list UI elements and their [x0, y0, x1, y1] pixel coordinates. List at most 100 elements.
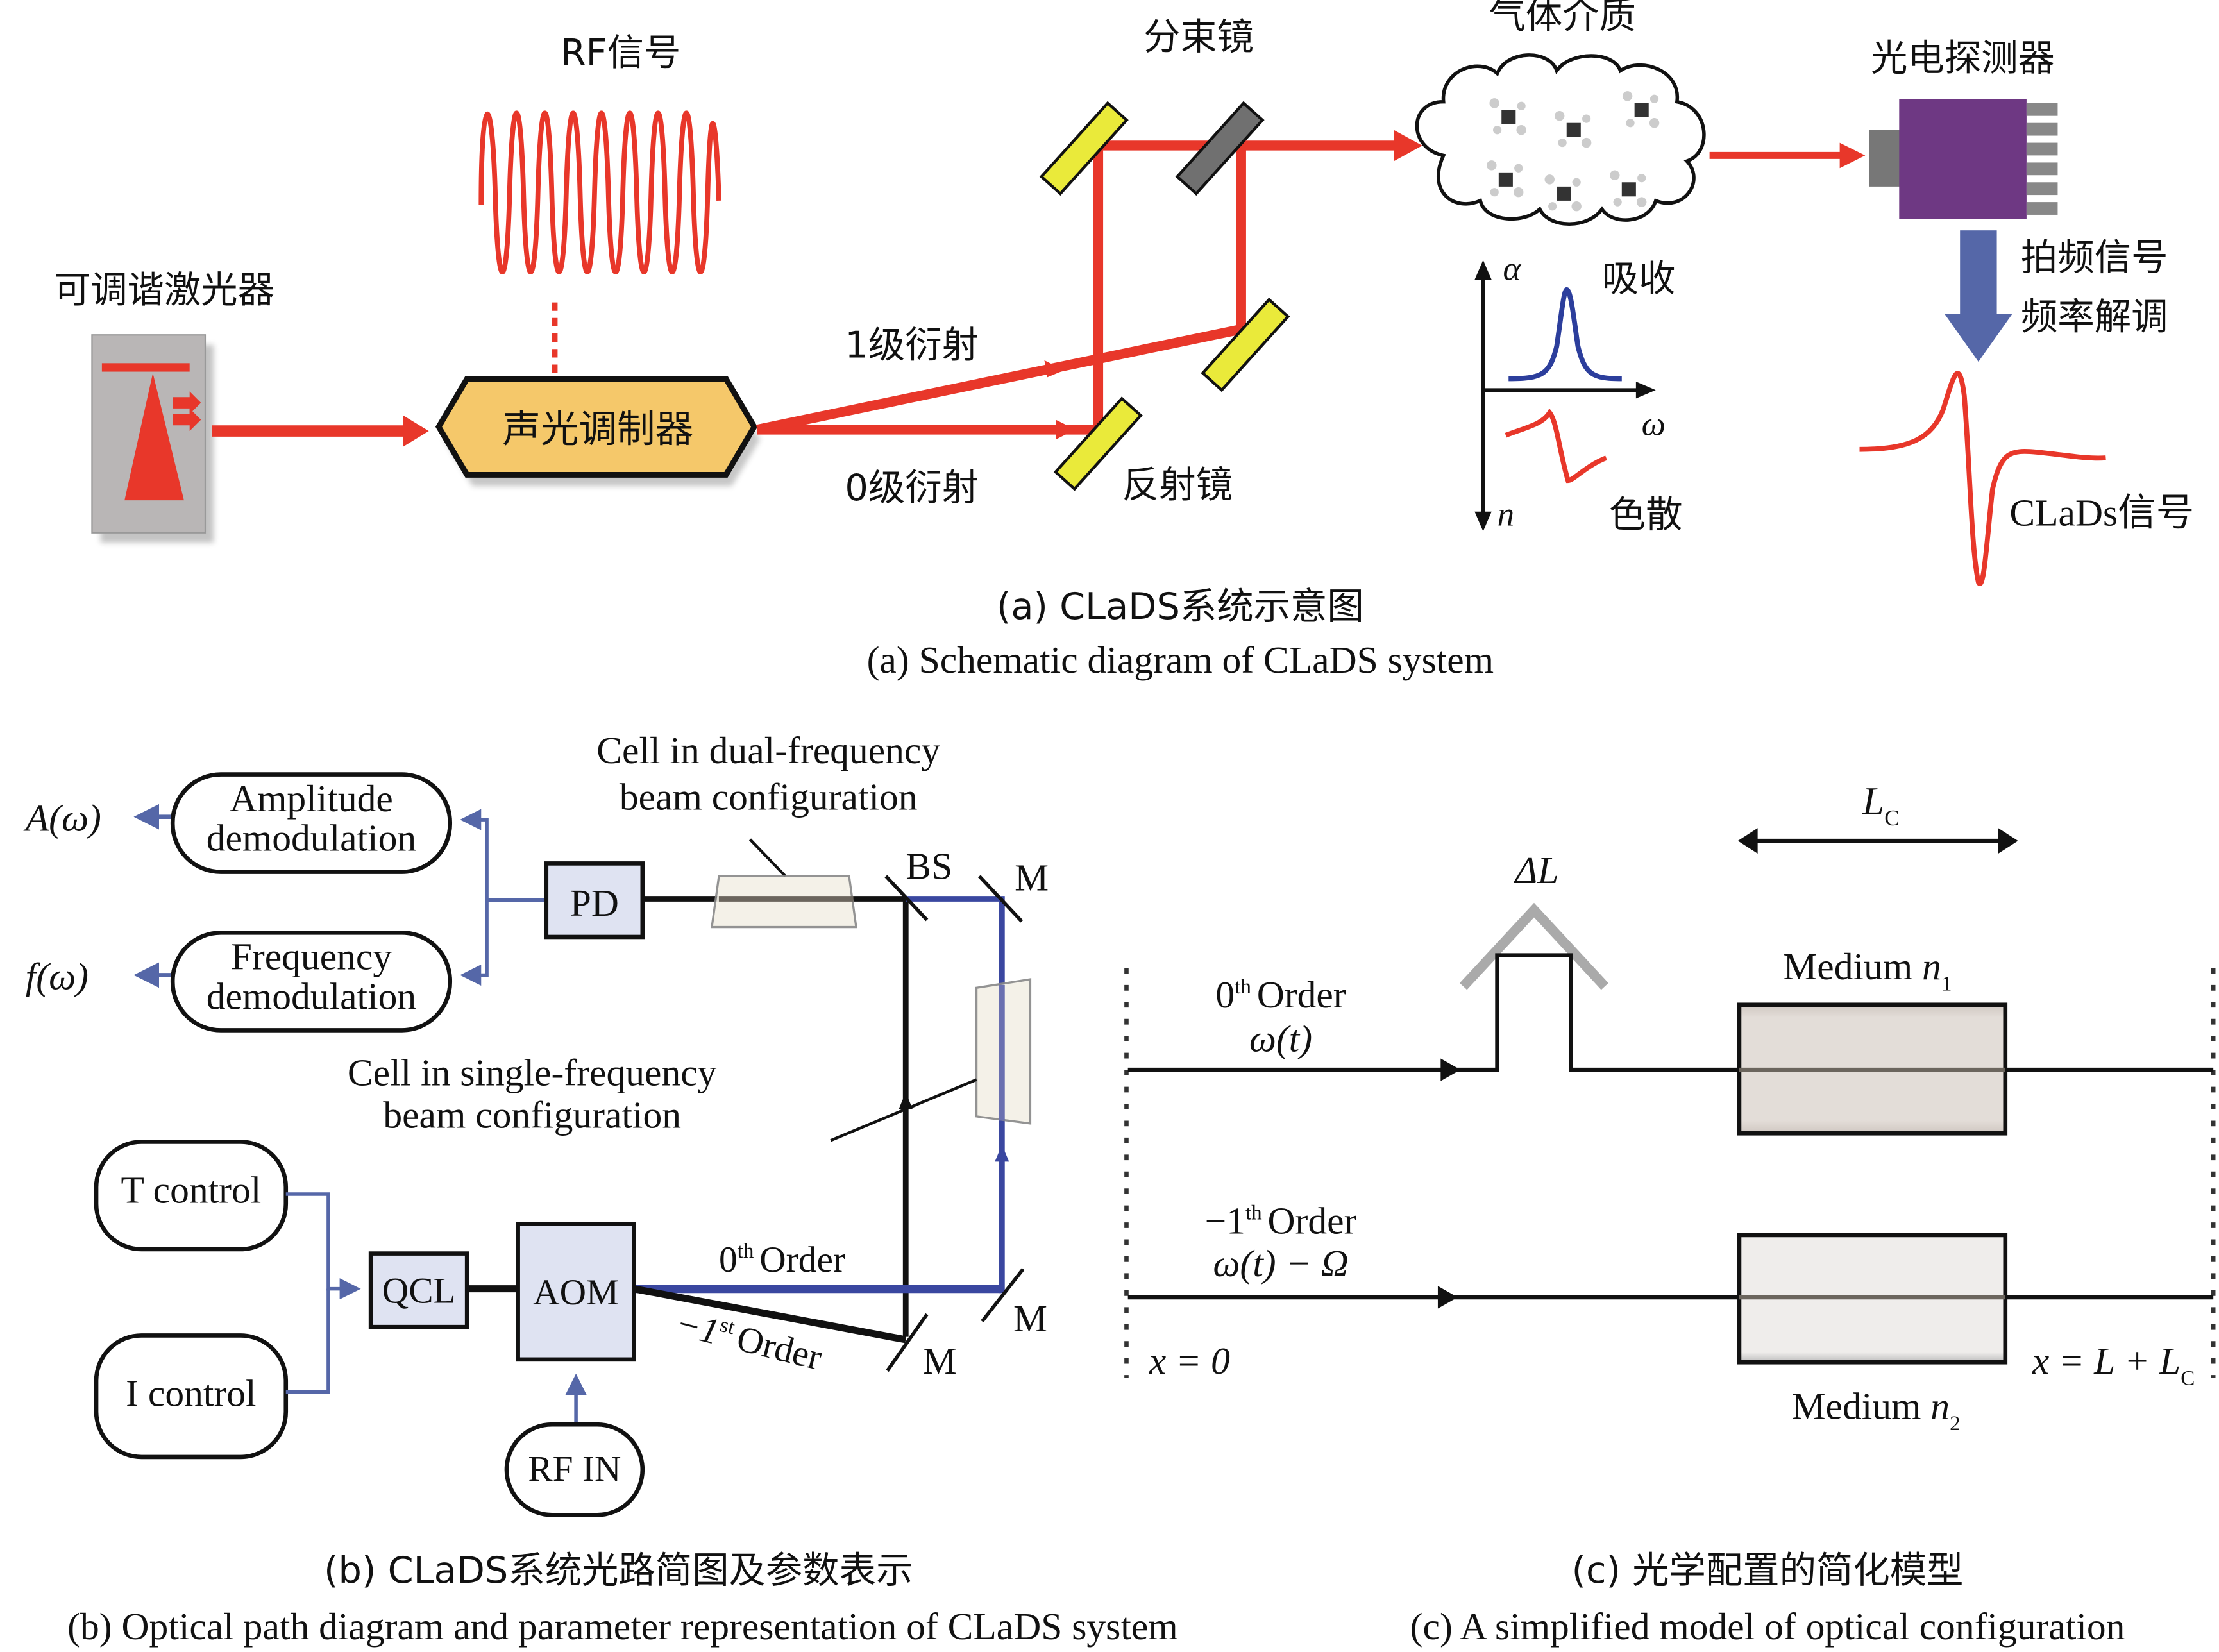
panel-b: A(ω) f(ω) Amplitude demodulation Frequen…: [23, 729, 1178, 1648]
m-mirror-top: [977, 875, 1024, 923]
lc-arrow-right: [1998, 828, 2018, 854]
laser-icon: [91, 334, 214, 543]
x-end-label: x = L + LC: [2032, 1340, 2195, 1390]
zeroth-order-path: [1127, 953, 2214, 1072]
qcl-box: [368, 1251, 469, 1329]
single-cell-pointer: [830, 1078, 977, 1142]
bs-label: BS: [906, 845, 952, 888]
m-mirror-bottom: [886, 1313, 929, 1372]
amplitude-demod-line1: Amplitude: [230, 777, 393, 820]
beam-splitter: [1175, 101, 1265, 196]
amplitude-demod-box: [170, 772, 453, 874]
delta-l-label: ΔL: [1514, 849, 1558, 891]
single-cell-line2: beam configuration: [383, 1094, 681, 1136]
first-order-beam: [755, 324, 1242, 435]
first-order-beam-b: [633, 1285, 907, 1344]
photodetector-label: 光电探测器: [1871, 37, 2055, 80]
aom-block: 声光调制器: [435, 376, 760, 487]
single-cell-line1: Cell in single-frequency: [348, 1051, 717, 1093]
black-beam-arrow: [899, 1092, 913, 1109]
pd-to-amp-line: [460, 809, 546, 902]
demod-down-arrow-icon: [1944, 230, 2012, 362]
clads-signal-label: CLaDs信号: [2009, 492, 2194, 534]
i-control-line: [285, 1288, 330, 1394]
beat-signal-label: 拍频信号: [2021, 236, 2168, 279]
frequency-demod-line1: Frequency: [231, 936, 392, 978]
beam-arrowhead: [403, 415, 429, 447]
f-omega-label: f(ω): [26, 956, 89, 998]
absorption-dispersion-plot: α ω n 吸收 色散: [1474, 250, 1683, 536]
absorption-label: 吸收: [1602, 257, 1676, 300]
first-beam-arrow: [1044, 360, 1065, 378]
mirror-top-left: [1039, 101, 1129, 196]
n-axis-label: n: [1498, 496, 1514, 534]
aom-box: [516, 1222, 636, 1362]
pd-label: PD: [570, 882, 619, 924]
absorption-curve: [1508, 287, 1622, 382]
zeroth-path-arrow: [1440, 1058, 1461, 1081]
panel-a: 可调谐激光器 RF信号 声光调制器 1级衍射 0级衍射: [54, 0, 2194, 681]
clads-signal-curve: [1859, 371, 2106, 586]
caption-c-cn: (c) 光学配置的简化模型: [1572, 1549, 1964, 1592]
pd-box: [544, 861, 645, 940]
x-zero-label: x = 0: [1149, 1340, 1230, 1382]
aom-label: 声光调制器: [502, 408, 693, 452]
lc-arrow-left: [1737, 828, 1758, 854]
rf-in-box: [504, 1422, 645, 1517]
alpha-axis-label: α: [1503, 250, 1521, 287]
m-mirror-right: [981, 1268, 1025, 1323]
t-control-label: T control: [121, 1168, 261, 1211]
omega-t-minus-label: ω(t) − Ω: [1213, 1242, 1348, 1285]
dispersion-label: 色散: [1609, 493, 1683, 536]
dual-cell-line2: beam configuration: [620, 776, 918, 818]
t-control-line: [285, 1192, 361, 1300]
methane-molecules: [1487, 91, 1660, 212]
blue-beam-arrow: [995, 1144, 1009, 1162]
zeroth-order-label: 0级衍射: [845, 466, 979, 509]
m-label-right: M: [1013, 1297, 1047, 1340]
first-order-label-b: −1stOrder: [671, 1303, 825, 1378]
medium-n1-label: Medium n1: [1783, 945, 1952, 996]
dual-cell-line1: Cell in dual-frequency: [596, 729, 940, 771]
first-order-label: 1级衍射: [845, 324, 979, 367]
freq-demod-label: 频率解调: [2021, 295, 2168, 338]
rf-in-label: RF IN: [528, 1449, 621, 1489]
mirror-bottom: [1053, 396, 1143, 491]
rf-waveform-icon: [478, 110, 721, 275]
aom-label-b: AOM: [533, 1272, 619, 1313]
amplitude-demod-line2: demodulation: [207, 817, 417, 859]
caption-c-en: (c) A simplified model of optical config…: [1410, 1605, 2125, 1648]
delta-l-prism: [1459, 902, 1608, 990]
i-control-label: I control: [126, 1372, 256, 1415]
lc-label: LC: [1862, 779, 1900, 830]
zeroth-beam-arrow: [1056, 419, 1076, 440]
a-omega-label: A(ω): [23, 797, 101, 839]
caption-a-cn: (a) CLaDS系统示意图: [997, 585, 1364, 628]
dispersion-curve: [1505, 408, 1608, 484]
tunable-laser-label: 可调谐激光器: [54, 269, 274, 312]
dual-cell-pointer: [748, 838, 787, 877]
gas-beam-arrow: [1394, 130, 1422, 162]
bs-mirror: [884, 875, 929, 922]
gas-medium-label: 气体介质: [1489, 0, 1635, 37]
mirror-right: [1201, 297, 1290, 392]
photodetector-icon: [1869, 99, 2058, 219]
qcl-label: QCL: [382, 1271, 456, 1311]
mirror-label: 反射镜: [1122, 464, 1233, 507]
pd-to-freq-line: [460, 900, 489, 986]
caption-b-en: (b) Optical path diagram and parameter r…: [67, 1605, 1178, 1648]
m-label-bottom: M: [923, 1340, 957, 1382]
detector-beam-arrow: [1839, 142, 1866, 169]
minus-first-path-arrow: [1437, 1286, 1458, 1309]
omega-t-label: ω(t): [1249, 1018, 1312, 1060]
omega-axis-label: ω: [1642, 406, 1666, 443]
caption-b-cn: (b) CLaDS系统光路简图及参数表示: [324, 1549, 913, 1592]
beam-splitter-label: 分束镜: [1143, 15, 1254, 58]
caption-a-en: (a) Schematic diagram of CLaDS system: [867, 639, 1494, 681]
i-control-box: [94, 1333, 289, 1460]
